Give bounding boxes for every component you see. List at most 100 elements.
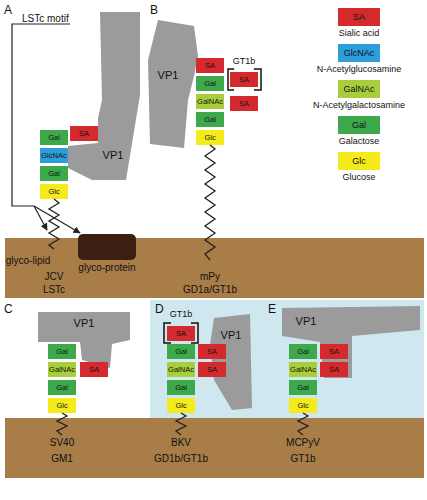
vp1-shape xyxy=(38,312,130,368)
node-text: GD1b/GT1b xyxy=(154,454,208,464)
node-text: GD1a/GT1b xyxy=(183,285,237,295)
sugar-name: Gal xyxy=(56,384,68,392)
cell-membrane: SV40GM1 BKV GD1b/GT1b MCPyV GT1b xyxy=(5,418,424,478)
sugar-name: Glc xyxy=(204,134,215,142)
sugar-box: GlcNAc xyxy=(40,148,68,163)
sugar-box: Gal xyxy=(289,344,317,359)
node-text: VP1 xyxy=(103,150,124,161)
sugar-box: Glc xyxy=(289,398,317,413)
pointer-arrow xyxy=(34,206,47,230)
sugar-name: SA xyxy=(239,100,249,108)
cell-membrane: glyco-lipidJCVLSTcmPyGD1a/GT1bglyco-prot… xyxy=(5,238,424,298)
ganglioside-label: GT1b xyxy=(170,310,193,319)
node-text: VP1 xyxy=(74,318,95,329)
sugar-box: Gal xyxy=(40,166,68,181)
sugar-box: SA xyxy=(198,344,226,359)
sugar-box: Gal xyxy=(167,344,195,359)
sugar-box: Gal xyxy=(48,380,76,395)
sugar-name: GalNAc xyxy=(197,98,223,106)
sugar-name: Gal xyxy=(175,384,187,392)
vp1-protein: VP1 xyxy=(68,12,140,180)
sugar-name: Glc xyxy=(297,402,308,410)
sugar-name: Gal xyxy=(48,170,60,178)
sugar-box: Glc xyxy=(48,398,76,413)
legend-text: N-Acetylglucosamine xyxy=(317,65,402,74)
sugar-name: SA xyxy=(207,366,217,374)
sugar-name: Gal xyxy=(297,348,309,356)
sugar-name: Glc xyxy=(175,402,186,410)
sugar-name: GalNAc xyxy=(49,366,75,374)
panel-letter: A xyxy=(4,4,12,16)
sugar-box: SA xyxy=(198,362,226,377)
sugar-name: SA xyxy=(205,62,215,70)
sugar-box: Gal xyxy=(40,130,68,145)
node-text: mPy xyxy=(200,272,220,282)
sugar-name: Glc xyxy=(56,402,67,410)
legend-abbreviation: GlcNAc xyxy=(344,49,375,58)
ganglioside-label: GT1b xyxy=(233,57,256,66)
sugar-name: SA xyxy=(89,366,99,374)
vp1-shape xyxy=(148,20,198,148)
vp1-shape xyxy=(68,12,140,180)
sugar-box: SA xyxy=(320,362,348,377)
legend-abbreviation: Gal xyxy=(352,121,366,130)
legend-abbreviation: Glc xyxy=(352,157,366,166)
sugar-name: GalNAc xyxy=(168,366,194,374)
sugar-box: GalNAc xyxy=(196,94,224,109)
sugar-box: SA xyxy=(80,362,108,377)
node-text: VP1 xyxy=(221,330,242,341)
legend-abbreviation: SA xyxy=(353,13,365,22)
node-text: BKV xyxy=(171,438,191,448)
sugar-name: Glc xyxy=(48,188,59,196)
sugar-box: GalNAc xyxy=(48,362,76,377)
sugar-box: Glc xyxy=(196,130,224,145)
sugar-box: SA xyxy=(167,326,195,341)
vp1-protein: VP1 xyxy=(148,20,198,148)
node-text: VP1 xyxy=(296,316,317,327)
node-text: VP1 xyxy=(158,70,179,81)
legend-abbreviation: GalNAc xyxy=(343,85,374,94)
sugar-name: Gal xyxy=(48,134,60,142)
sugar-box: SA xyxy=(70,126,98,141)
vp1-shape xyxy=(282,306,420,378)
sugar-box: GalNAc xyxy=(167,362,195,377)
node-text: LSTc xyxy=(43,285,65,295)
pointer-arrow xyxy=(34,206,80,233)
sugar-box: Gal xyxy=(167,380,195,395)
sugar-name: Gal xyxy=(56,348,68,356)
node-text: JCV xyxy=(45,272,64,282)
panel-letter: C xyxy=(4,303,13,315)
sugar-box: Gal xyxy=(289,380,317,395)
sugar-name: SA xyxy=(207,348,217,356)
node-text: MCPyV xyxy=(286,438,320,448)
legend-text: N-Acetylgalactosamine xyxy=(313,101,405,110)
legend-text: Sialic acid xyxy=(339,29,380,38)
node-text: SV40 xyxy=(50,438,74,448)
glyco-protein: glyco-protein xyxy=(78,234,136,260)
sugar-name: SA xyxy=(176,330,186,338)
sugar-box: Glc xyxy=(40,184,68,199)
node-text: GM1 xyxy=(51,454,73,464)
sugar-box: Gal xyxy=(196,112,224,127)
sugar-box: SA xyxy=(320,344,348,359)
sugar-name: SA xyxy=(329,348,339,356)
sugar-name: Gal xyxy=(204,80,216,88)
sugar-box: Gal xyxy=(196,76,224,91)
sugar-box: SA xyxy=(196,58,224,73)
sugar-name: SA xyxy=(329,366,339,374)
sugar-name: Gal xyxy=(175,348,187,356)
sugar-name: GalNAc xyxy=(290,366,316,374)
node-text: GT1b xyxy=(290,454,315,464)
sugar-name: SA xyxy=(239,76,249,84)
motif-label: LSTc motif xyxy=(22,14,69,24)
vp1-outline xyxy=(148,20,198,148)
motif-bracket xyxy=(12,24,70,206)
legend-text: Galactose xyxy=(339,137,380,146)
sugar-box: SA xyxy=(230,96,258,111)
sugar-box: Gal xyxy=(48,344,76,359)
sugar-box: SA xyxy=(230,72,258,87)
sugar-name: SA xyxy=(79,130,89,138)
sugar-box: Glc xyxy=(167,398,195,413)
sugar-name: Gal xyxy=(204,116,216,124)
